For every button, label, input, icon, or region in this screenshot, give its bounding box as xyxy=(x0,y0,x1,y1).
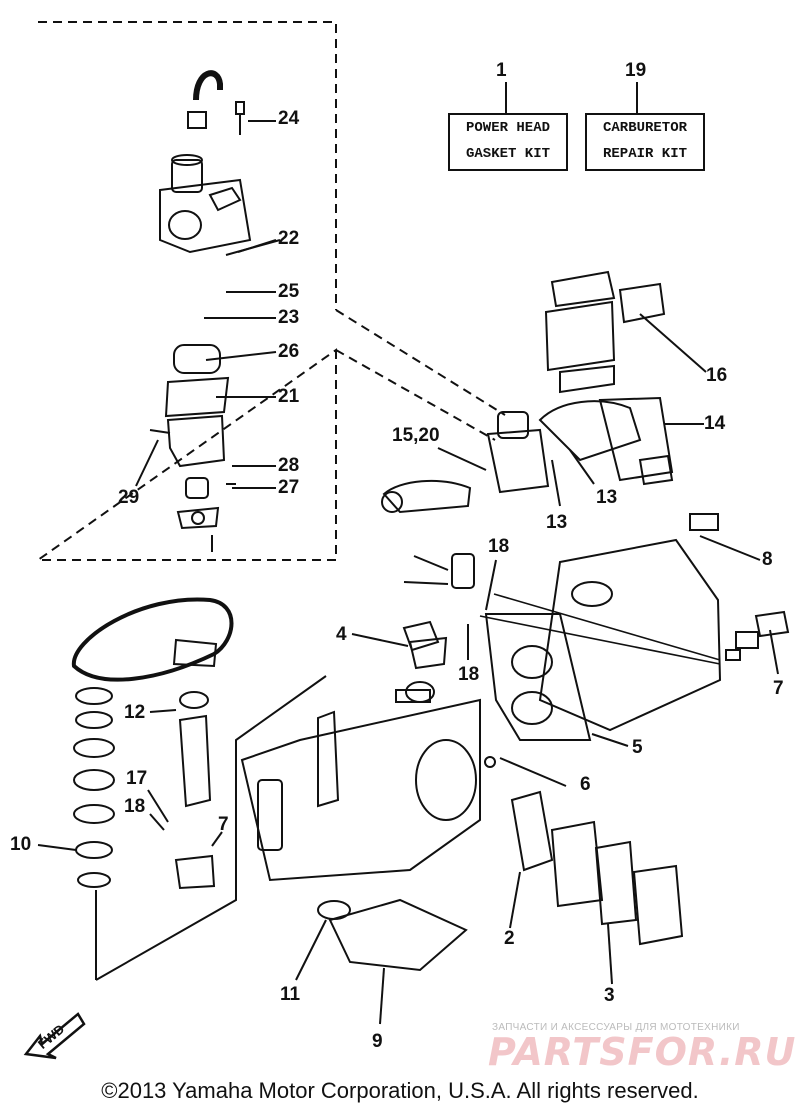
callout-13-left: 13 xyxy=(546,512,568,533)
callout-29: 29 xyxy=(118,487,140,508)
callout-16: 16 xyxy=(706,365,728,386)
timing-belt-assembly xyxy=(71,597,234,709)
callout-21: 21 xyxy=(278,386,300,407)
power-head-gasket-kit-box: POWER HEAD GASKET KIT xyxy=(448,113,568,171)
callout-14: 14 xyxy=(704,413,726,434)
callout-8: 8 xyxy=(762,549,773,570)
fwd-arrow-icon: FWD xyxy=(23,1012,86,1060)
callout-2: 2 xyxy=(504,928,515,949)
callout-7-left: 7 xyxy=(218,814,229,835)
copyright-notice: ©2013 Yamaha Motor Corporation, U.S.A. A… xyxy=(101,1078,699,1103)
callout-18-left: 18 xyxy=(124,796,146,817)
carburetor-leader-dash2 xyxy=(335,349,496,441)
callout-17: 17 xyxy=(126,768,148,789)
kit1-line1: POWER HEAD xyxy=(465,120,550,136)
carburetor-group-frame xyxy=(34,21,337,561)
callout-28: 28 xyxy=(278,455,300,476)
crankcase xyxy=(240,689,481,882)
callout-19: 19 xyxy=(625,60,647,81)
watermark-logo: PARTSFOR.RU xyxy=(488,1030,797,1074)
carburetor-assembly xyxy=(159,70,281,256)
crankcase-bracket xyxy=(95,675,327,981)
callout-1: 1 xyxy=(496,60,507,81)
kit19-line2: REPAIR KIT xyxy=(602,146,687,162)
callout-22: 22 xyxy=(278,228,300,249)
reed-valve-assembly xyxy=(538,270,674,486)
callout-13-right: 13 xyxy=(596,487,618,508)
cylinder-head xyxy=(484,538,722,741)
callout-6: 6 xyxy=(580,774,591,795)
callout-4: 4 xyxy=(336,624,347,645)
float-bowl xyxy=(164,344,230,530)
callout-24: 24 xyxy=(278,108,300,129)
thermostat-parts xyxy=(403,513,790,661)
watermark-tagline: ЗАПЧАСТИ И АКСЕССУАРЫ ДЛЯ МОТОТЕХНИКИ xyxy=(492,1022,740,1033)
intake-carb-small xyxy=(381,411,550,514)
pulley-stack xyxy=(73,687,115,888)
callout-5: 5 xyxy=(632,737,643,758)
crankshaft xyxy=(174,714,216,890)
callout-27: 27 xyxy=(278,477,300,498)
exhaust-plates xyxy=(510,790,684,946)
callout-23: 23 xyxy=(278,307,300,328)
callout-12: 12 xyxy=(124,702,146,723)
callout-9: 9 xyxy=(372,1031,383,1052)
kit1-line2: GASKET KIT xyxy=(465,146,550,162)
callout-18-mid: 18 xyxy=(458,664,480,685)
carburetor-leader-dash xyxy=(335,309,506,416)
base-gasket xyxy=(317,898,468,972)
callout-11: 11 xyxy=(280,984,301,1005)
carburetor-repair-kit-box: CARBURETOR REPAIR KIT xyxy=(585,113,705,171)
callout-25: 25 xyxy=(278,281,300,302)
callout-15-20: 15,20 xyxy=(392,425,440,446)
callout-18-top: 18 xyxy=(488,536,510,557)
callout-26: 26 xyxy=(278,341,300,362)
callout-3: 3 xyxy=(604,985,615,1006)
callout-7-right: 7 xyxy=(773,678,784,699)
callout-10: 10 xyxy=(10,834,32,855)
kit19-line1: CARBURETOR xyxy=(602,120,687,136)
